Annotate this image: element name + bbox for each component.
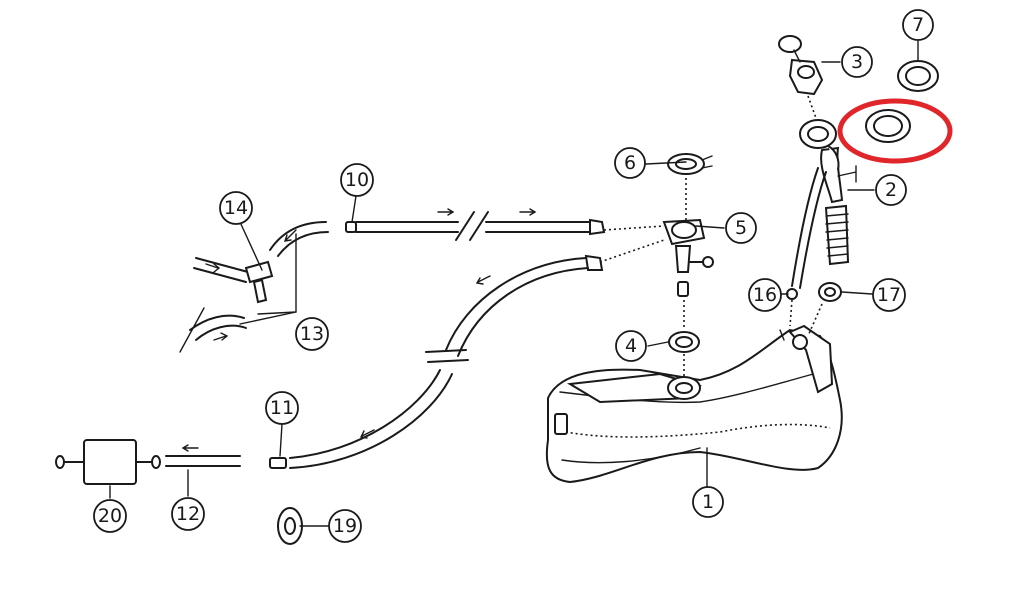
callout-10: 10 xyxy=(340,163,374,197)
fuel-tank xyxy=(545,324,843,484)
callout-16: 16 xyxy=(748,278,782,312)
grommet xyxy=(277,507,303,545)
tap-gasket xyxy=(668,331,700,353)
t-piece-assembly xyxy=(179,221,329,353)
svg-text:6: 6 xyxy=(624,152,636,174)
callout-5: 5 xyxy=(725,212,757,244)
callout-11: 11 xyxy=(265,391,299,425)
hose xyxy=(165,444,241,467)
callout-19: 19 xyxy=(328,509,362,543)
callout-12: 12 xyxy=(171,497,205,531)
highlight-ellipse xyxy=(837,98,953,164)
washer xyxy=(897,60,939,92)
callout-4: 4 xyxy=(615,330,647,362)
hose-clamp xyxy=(818,282,842,302)
assembly-lines xyxy=(599,95,823,376)
callout-1: 1 xyxy=(692,486,724,518)
svg-text:1: 1 xyxy=(702,491,714,513)
leader-lines xyxy=(109,39,919,527)
callout-2: 2 xyxy=(875,174,907,206)
svg-text:20: 20 xyxy=(98,505,122,527)
svg-text:14: 14 xyxy=(224,197,248,219)
svg-text:4: 4 xyxy=(625,335,637,357)
callout-6: 6 xyxy=(614,147,646,179)
svg-text:5: 5 xyxy=(735,217,747,239)
fuel-filter xyxy=(55,439,161,485)
fuel-tap-clamp xyxy=(667,153,713,175)
callout-13: 13 xyxy=(295,317,329,351)
fuel-tap xyxy=(662,218,714,297)
callout-3: 3 xyxy=(841,46,873,78)
breather-tube xyxy=(786,167,827,300)
fuel-line-lower xyxy=(269,254,604,469)
callout-14: 14 xyxy=(219,191,253,225)
svg-text:17: 17 xyxy=(877,284,901,306)
fuel-cap xyxy=(778,35,824,96)
callout-17: 17 xyxy=(872,278,906,312)
svg-text:16: 16 xyxy=(753,284,777,306)
callout-7: 7 xyxy=(902,9,934,41)
svg-text:2: 2 xyxy=(885,179,897,201)
svg-text:13: 13 xyxy=(300,323,324,345)
filler-neck xyxy=(799,119,857,266)
svg-text:11: 11 xyxy=(270,397,294,419)
svg-text:3: 3 xyxy=(851,51,863,73)
svg-text:19: 19 xyxy=(333,515,357,537)
fuel-line-upper xyxy=(345,208,606,241)
washer-ring xyxy=(865,109,911,143)
svg-text:12: 12 xyxy=(176,503,200,525)
callout-20: 20 xyxy=(93,499,127,533)
svg-text:7: 7 xyxy=(912,14,924,36)
svg-text:10: 10 xyxy=(345,169,369,191)
